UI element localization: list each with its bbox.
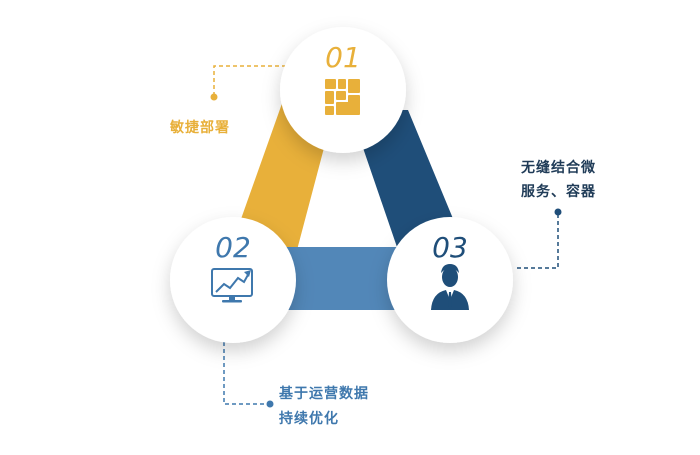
- node-02: 02: [170, 217, 296, 343]
- connector-02-dot: [266, 400, 274, 408]
- businessman-icon: [431, 264, 469, 310]
- squares-grid-icon: [325, 79, 360, 115]
- connector-01: [213, 65, 286, 97]
- node-01: 01: [280, 27, 406, 153]
- label-microservice-line2: 服务、容器: [521, 183, 596, 200]
- connector-02: [223, 342, 270, 405]
- label-data-optimize-line1: 基于运营数据: [279, 385, 369, 402]
- node-03: 03: [387, 217, 513, 343]
- node-03-number: 03: [432, 231, 468, 264]
- label-microservice-line1: 无缝结合微: [520, 159, 596, 176]
- label-agile-deploy: 敏捷部署: [169, 119, 230, 136]
- node-01-number: 01: [325, 41, 361, 74]
- connector-03-dot: [554, 208, 562, 216]
- connector-01-dot: [210, 93, 218, 101]
- trend-monitor-icon: [211, 268, 253, 303]
- band-right-navy: [350, 110, 466, 250]
- band-bottom-steel: [272, 247, 412, 310]
- node-02-number: 02: [215, 231, 251, 264]
- connector-03: [517, 212, 559, 269]
- label-data-optimize-line2: 持续优化: [279, 410, 339, 427]
